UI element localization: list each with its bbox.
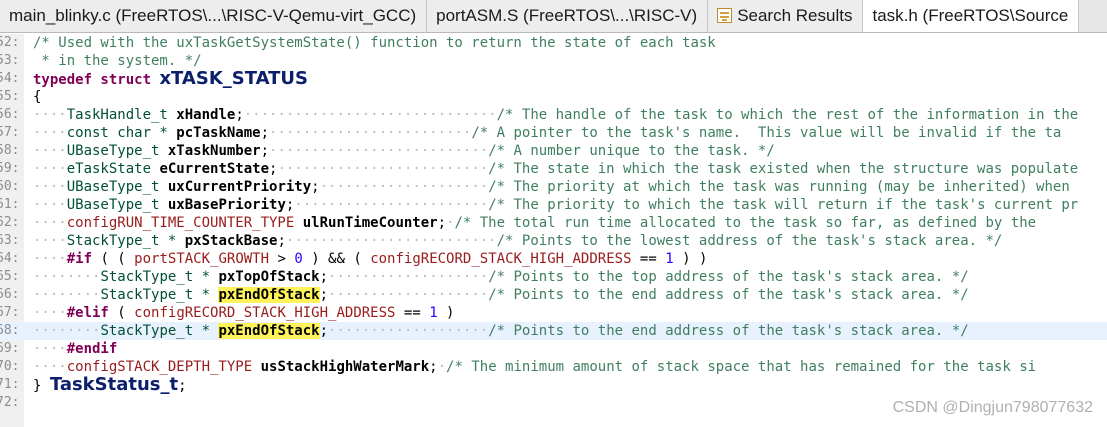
- member-comment: /* Points to the end address of the task…: [488, 287, 969, 303]
- member-name: ulRunTimeCounter: [302, 215, 438, 231]
- tab-label: task.h (FreeRTOS\Source: [872, 5, 1069, 25]
- member-comment: /* Points to the lowest address of the t…: [496, 233, 1003, 249]
- tab-task-h[interactable]: task.h (FreeRTOS\Source: [863, 0, 1080, 32]
- line-number: 55:: [0, 89, 20, 104]
- line-number: 61:: [0, 197, 20, 212]
- member-type: configSTACK_DEPTH_TYPE: [66, 359, 261, 375]
- member-name: xTaskNumber: [167, 143, 261, 159]
- code-line: 63: ····StackType_t * pxStackBase;······…: [0, 232, 1107, 250]
- line-text: /* Used with the uxTaskGetSystemState() …: [33, 35, 716, 51]
- member-comment: /* The handle of the task to which the r…: [496, 107, 1087, 123]
- member-name: uxBasePriority: [167, 197, 286, 213]
- member-name-highlighted: pxEndOfStack: [218, 323, 320, 339]
- code-line: 59: ····eTaskState eCurrentState;·······…: [0, 160, 1107, 178]
- code-line: 71: } TaskStatus_t;: [0, 374, 1107, 395]
- line-number: 71:: [0, 377, 20, 392]
- code-line: 64: ····#if ( ( portSTACK_GROWTH > 0 ) &…: [0, 250, 1107, 268]
- line-number: 59:: [0, 161, 20, 176]
- code-line: 72:: [0, 394, 1107, 412]
- code-line: 55: {: [0, 88, 1107, 106]
- member-name: xHandle: [176, 107, 236, 123]
- member-comment: /* A number unique to the task. */: [488, 143, 775, 159]
- line-number: 72:: [0, 395, 20, 410]
- code-line: 60: ····UBaseType_t uxCurrentPriority;··…: [0, 178, 1107, 196]
- code-line: 56: ····TaskHandle_t xHandle;···········…: [0, 106, 1107, 124]
- member-name: pxTopOfStack: [218, 269, 320, 285]
- line-number: 69:: [0, 341, 20, 356]
- code-line: 69: ····#endif: [0, 340, 1107, 358]
- member-comment: /* Points to the end address of the task…: [488, 323, 969, 339]
- code-lines: 52: /* Used with the uxTaskGetSystemStat…: [0, 34, 1107, 412]
- line-number: 70:: [0, 359, 20, 374]
- code-line: 70: ····configSTACK_DEPTH_TYPE usStackHi…: [0, 358, 1107, 376]
- line-text: {: [33, 89, 42, 105]
- line-number: 56:: [0, 107, 20, 122]
- member-comment: /* The minimum amount of stack space tha…: [446, 359, 1037, 375]
- member-name: eCurrentState: [159, 161, 270, 177]
- tab-label: main_blinky.c (FreeRTOS\...\RISC-V-Qemu-…: [9, 5, 417, 25]
- member-type: StackType_t *: [100, 269, 219, 285]
- line-number: 62:: [0, 215, 20, 230]
- code-line: 65: ········StackType_t * pxTopOfStack;·…: [0, 268, 1107, 286]
- member-type: UBaseType_t: [66, 197, 168, 213]
- member-comment: /* A pointer to the task's name. This va…: [471, 125, 1062, 141]
- code-line: 62: ····configRUN_TIME_COUNTER_TYPE ulRu…: [0, 214, 1107, 232]
- member-type: StackType_t *: [66, 233, 185, 249]
- member-type: UBaseType_t: [66, 179, 168, 195]
- code-line: 58: ····UBaseType_t xTaskNumber;········…: [0, 142, 1107, 160]
- watermark: CSDN @Dingjun798077632: [892, 399, 1093, 416]
- member-name: usStackHighWaterMark: [260, 359, 430, 375]
- member-name: pcTaskName: [176, 125, 261, 141]
- search-results-icon: [717, 8, 733, 23]
- line-number: 58:: [0, 143, 20, 158]
- line-number: 66:: [0, 287, 20, 302]
- tab-main-blinky[interactable]: main_blinky.c (FreeRTOS\...\RISC-V-Qemu-…: [0, 0, 428, 32]
- tab-portasm[interactable]: portASM.S (FreeRTOS\...\RISC-V): [427, 0, 709, 32]
- line-number: 63:: [0, 233, 20, 248]
- tab-label: portASM.S (FreeRTOS\...\RISC-V): [436, 5, 698, 25]
- member-type: eTaskState: [66, 161, 160, 177]
- member-type: StackType_t *: [100, 323, 219, 339]
- member-type: TaskHandle_t: [66, 107, 177, 123]
- code-line: 52: /* Used with the uxTaskGetSystemStat…: [0, 34, 1107, 52]
- line-number: 53:: [0, 53, 20, 68]
- member-comment: /* The state in which the task existed w…: [488, 161, 1079, 177]
- typedef-name: TaskStatus_t: [49, 374, 179, 395]
- member-comment: /* Points to the top address of the task…: [488, 269, 969, 285]
- member-comment: /* The priority to which the task will r…: [488, 197, 1079, 213]
- line-number: 54:: [0, 71, 20, 86]
- tab-label: Search Results: [737, 5, 853, 25]
- keyword: typedef struct: [33, 72, 160, 88]
- code-line-current: 68: ········StackType_t * pxEndOfStack;·…: [0, 322, 1107, 340]
- member-comment: /* The priority at which the task was ru…: [488, 179, 1079, 195]
- line-number: 57:: [0, 125, 20, 140]
- line-text: * in the system. */: [33, 53, 202, 69]
- line-number: 68:: [0, 323, 20, 338]
- code-line: 57: ····const char * pcTaskName;········…: [0, 124, 1107, 142]
- line-number: 67:: [0, 305, 20, 320]
- member-name: uxCurrentPriority: [167, 179, 312, 195]
- code-line: 53: * in the system. */: [0, 52, 1107, 70]
- line-number: 60:: [0, 179, 20, 194]
- line-number: 52:: [0, 35, 20, 50]
- member-comment: /* The total run time allocated to the t…: [454, 215, 1045, 231]
- member-type: StackType_t *: [100, 287, 219, 303]
- member-name-highlighted: pxEndOfStack: [218, 287, 320, 303]
- code-line: 61: ····UBaseType_t uxBasePriority;·····…: [0, 196, 1107, 214]
- editor-tab-bar: main_blinky.c (FreeRTOS\...\RISC-V-Qemu-…: [0, 0, 1107, 33]
- line-text: typedef struct xTASK_STATUS: [24, 68, 309, 89]
- tab-search-results[interactable]: Search Results: [708, 0, 864, 32]
- code-line: 54: typedef struct xTASK_STATUS: [0, 68, 1107, 89]
- line-number-gutter: [0, 34, 24, 427]
- code-editor[interactable]: 52: /* Used with the uxTaskGetSystemStat…: [0, 34, 1107, 427]
- line-number: 64:: [0, 251, 20, 266]
- member-type: configRUN_TIME_COUNTER_TYPE: [66, 215, 303, 231]
- code-line: 67: ····#elif ( configRECORD_STACK_HIGH_…: [0, 304, 1107, 322]
- member-type: UBaseType_t: [66, 143, 168, 159]
- code-line: 66: ········StackType_t * pxEndOfStack;·…: [0, 286, 1107, 304]
- struct-name: xTASK_STATUS: [159, 68, 309, 89]
- line-number: 65:: [0, 269, 20, 284]
- member-name: pxStackBase: [184, 233, 278, 249]
- member-type: const char *: [66, 125, 177, 141]
